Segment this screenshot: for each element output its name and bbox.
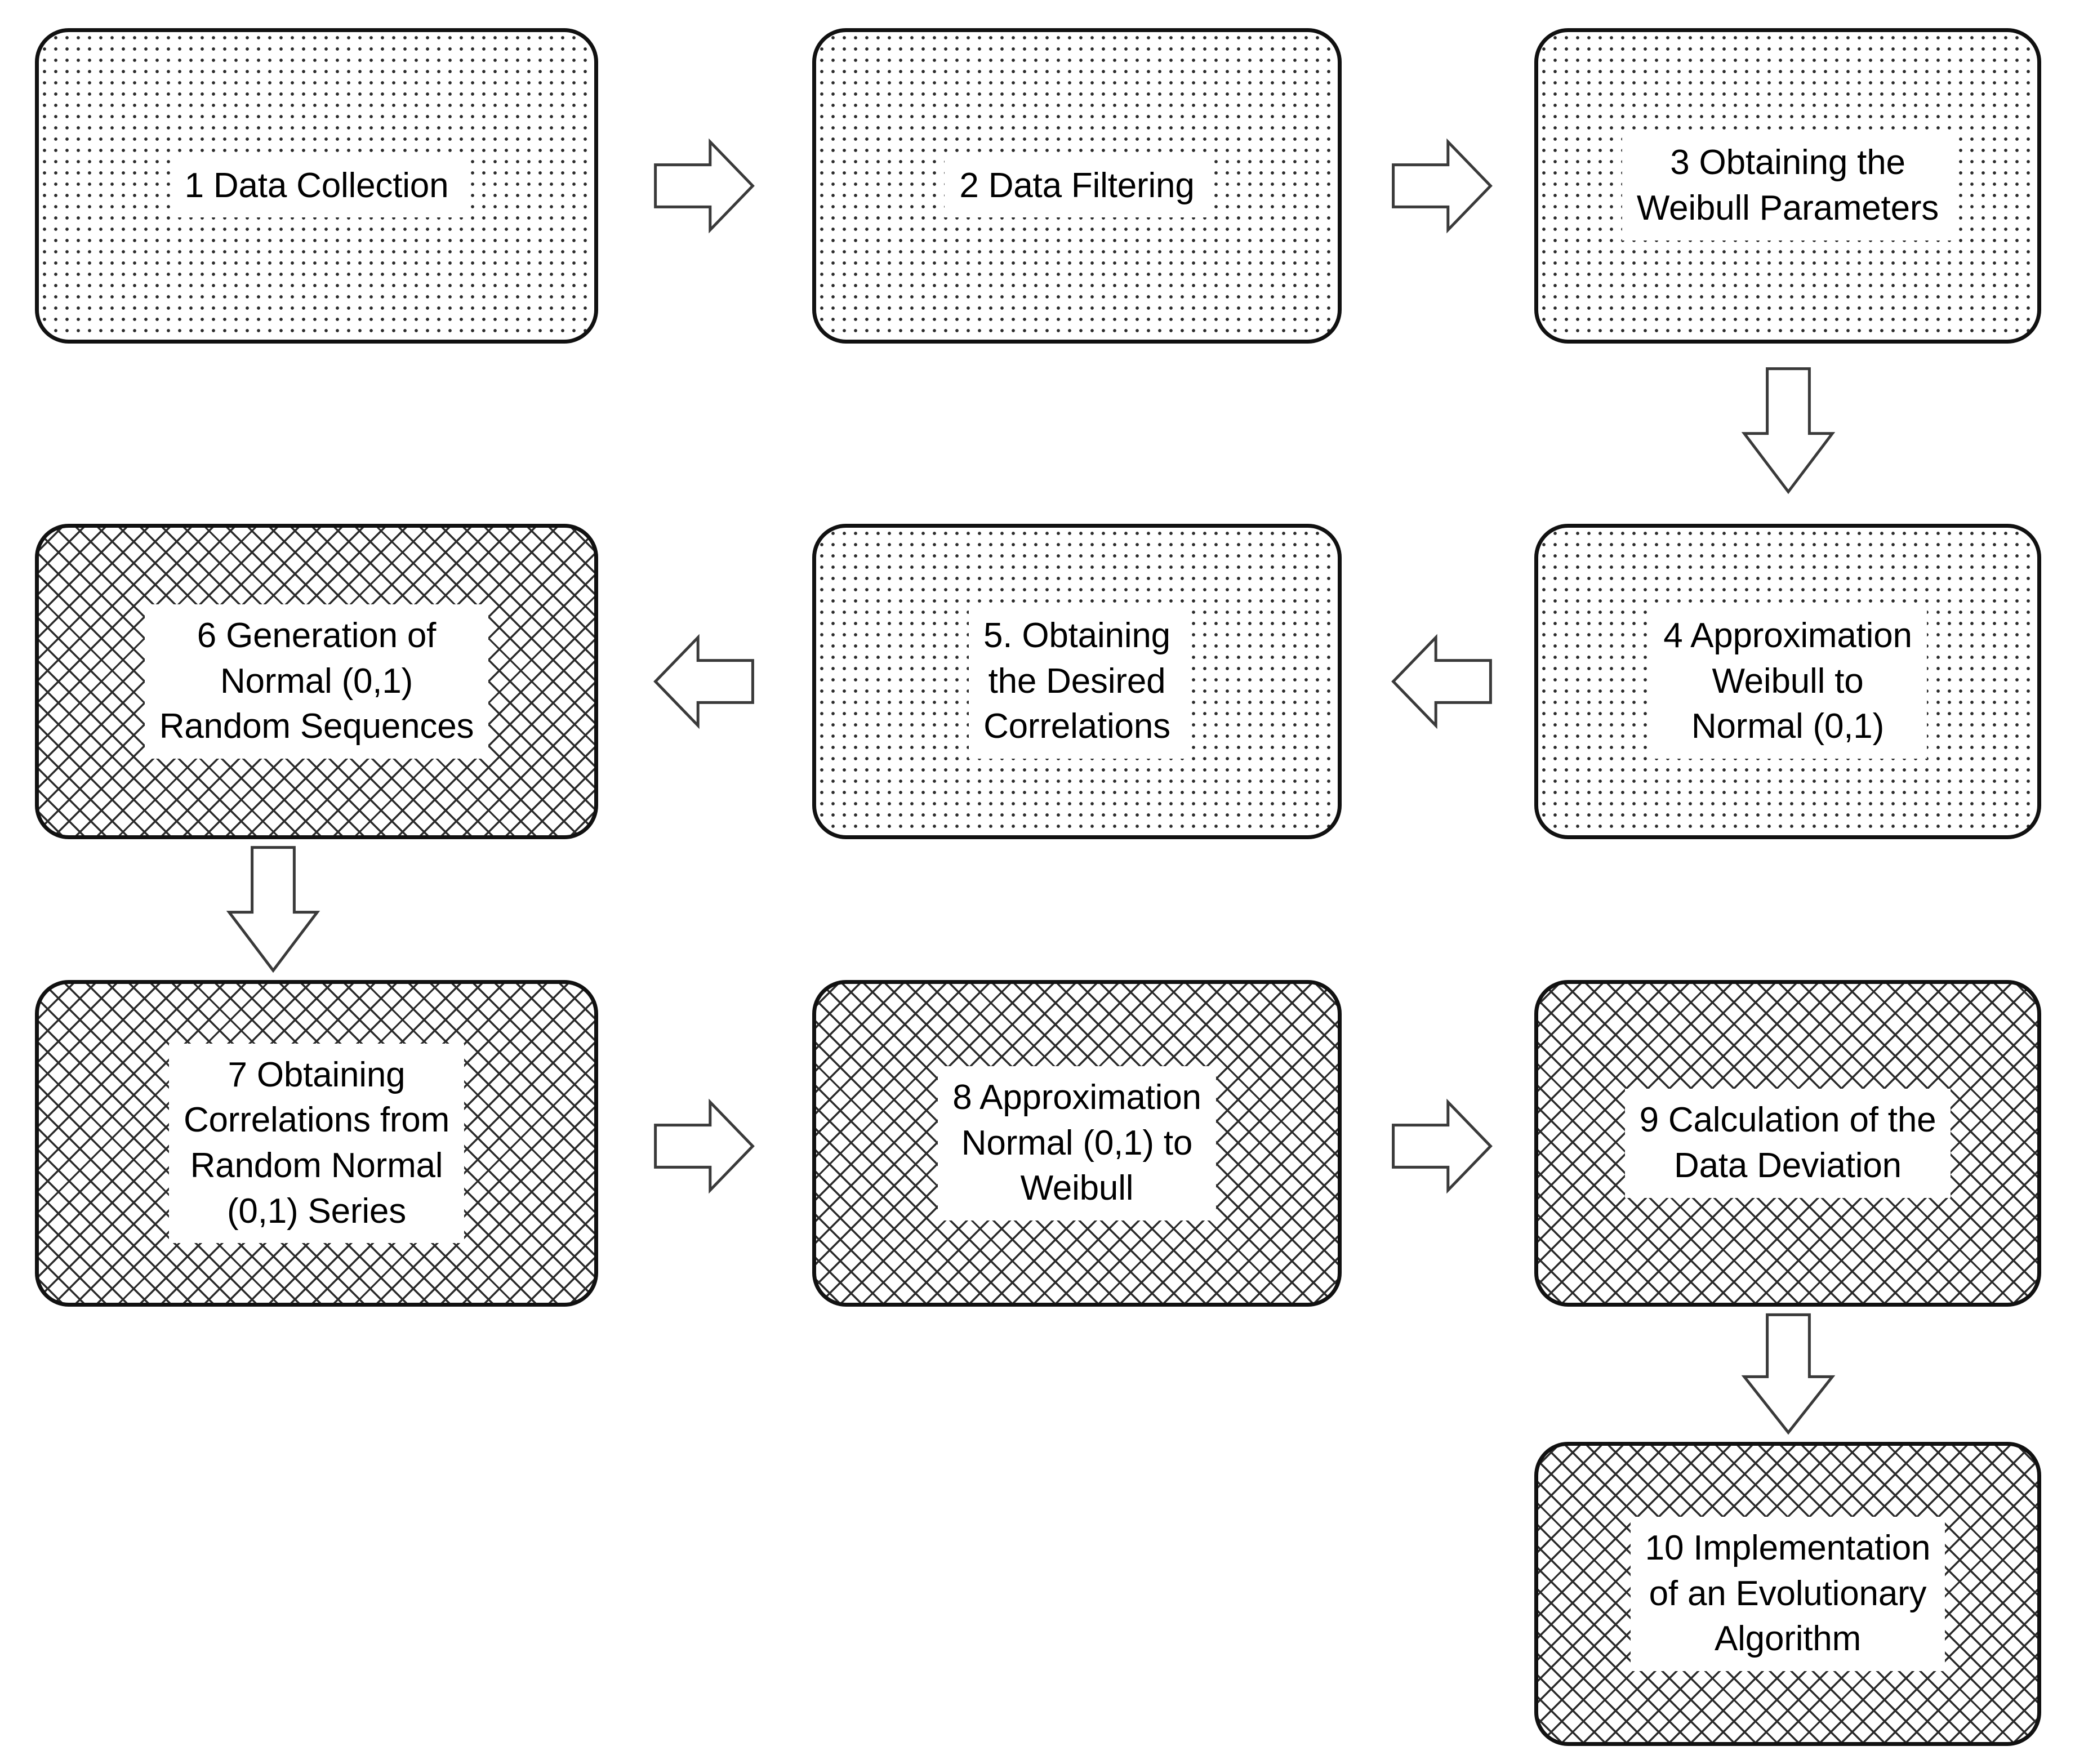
process-box-4[interactable]: 4 Approximation Weibull to Normal (0,1) — [1534, 524, 2041, 839]
process-box-2-label: 2 Data Filtering — [945, 154, 1209, 218]
right-arrow-icon — [1391, 1098, 1493, 1194]
process-box-6-label: 6 Generation of Normal (0,1) Random Sequ… — [144, 604, 489, 759]
process-box-9[interactable]: 9 Calculation of the Data Deviation — [1534, 980, 2041, 1307]
right-arrow-icon — [1391, 138, 1493, 234]
process-box-10-label: 10 Implementation of an Evolutionary Alg… — [1630, 1517, 1945, 1671]
process-box-8[interactable]: 8 Approximation Normal (0,1) to Weibull — [812, 980, 1342, 1307]
process-box-10[interactable]: 10 Implementation of an Evolutionary Alg… — [1534, 1442, 2041, 1746]
process-box-9-label: 9 Calculation of the Data Deviation — [1624, 1089, 1951, 1198]
process-box-5-label: 5. Obtaining the Desired Correlations — [969, 604, 1185, 759]
process-box-8-label: 8 Approximation Normal (0,1) to Weibull — [938, 1066, 1216, 1220]
process-box-6[interactable]: 6 Generation of Normal (0,1) Random Sequ… — [35, 524, 598, 839]
process-box-2[interactable]: 2 Data Filtering — [812, 28, 1342, 344]
left-arrow-icon — [653, 634, 755, 729]
process-box-7[interactable]: 7 Obtaining Correlations from Random Nor… — [35, 980, 598, 1307]
down-arrow-icon — [1740, 1312, 1836, 1436]
process-box-3-label: 3 Obtaining the Weibull Parameters — [1622, 131, 1954, 240]
right-arrow-icon — [653, 138, 755, 234]
process-box-5[interactable]: 5. Obtaining the Desired Correlations — [812, 524, 1342, 839]
process-box-7-label: 7 Obtaining Correlations from Random Nor… — [168, 1043, 465, 1244]
process-box-4-label: 4 Approximation Weibull to Normal (0,1) — [1649, 604, 1927, 759]
down-arrow-icon — [225, 845, 321, 974]
down-arrow-icon — [1740, 366, 1836, 496]
right-arrow-icon — [653, 1098, 755, 1194]
left-arrow-icon — [1391, 634, 1493, 729]
process-box-1-label: 1 Data Collection — [170, 154, 464, 218]
process-box-1[interactable]: 1 Data Collection — [35, 28, 598, 344]
process-box-3[interactable]: 3 Obtaining the Weibull Parameters — [1534, 28, 2041, 344]
